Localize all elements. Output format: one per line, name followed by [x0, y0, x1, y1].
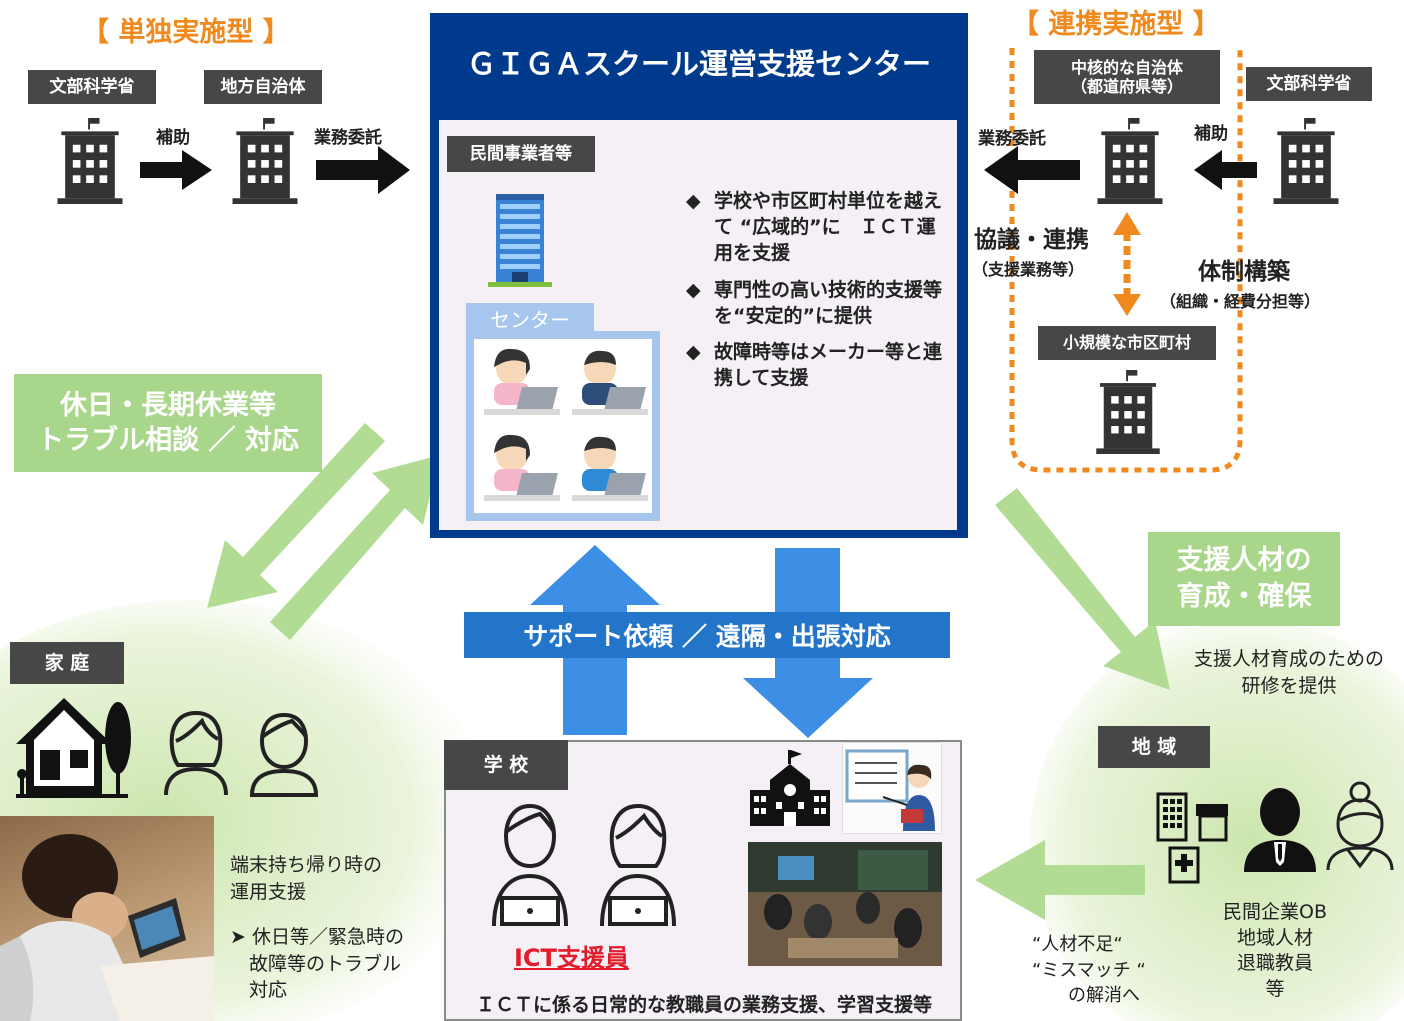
family-label: 家 庭 — [10, 642, 124, 684]
region-person-male-icon — [1244, 788, 1316, 872]
office-tower-icon — [488, 194, 552, 287]
center-tab: センター — [466, 303, 594, 333]
subsidy-label-right: 補助 — [1194, 124, 1228, 144]
ict-staff-female-icon — [600, 803, 676, 927]
house-icon — [16, 698, 131, 798]
student-photo — [0, 816, 214, 1021]
outsourcing-label-left: 業務委託 — [314, 128, 382, 148]
hr-development-label: 支援人材の 育成・確保 — [1148, 532, 1340, 626]
training-text: 支援人材育成のための 研修を提供 — [1193, 648, 1384, 697]
region-people-text: 民間企業OB 地域人材 退職教員 等 — [1223, 901, 1327, 1000]
ict-staff-label: ICT支援員 — [514, 944, 629, 972]
mext-label-left: 文部科学省 — [28, 70, 156, 104]
school-bottom-text: ＩＣＴに係る日常的な教職員の業務支援、学習支援等 — [475, 994, 932, 1016]
structure-label: 体制構築 — [1198, 259, 1290, 285]
bullet-item: ◆故障時等はメーカー等と連携して支援 — [686, 339, 946, 391]
support-banner: サポート依頼 ／ 遠隔・出張対応 — [464, 612, 950, 658]
bullet-item: ◆学校や市区町村単位を越えて “広域的”に ＩＣＴ運用を支援 — [686, 188, 946, 267]
local-gov-label: 地方自治体 — [204, 70, 322, 104]
school-building-icon — [750, 750, 830, 826]
center-operators-panel — [474, 339, 652, 513]
orange-dashed-frame — [1009, 48, 1243, 473]
bullet-text: 専門性の高い技術的支援等を“安定的”に提供 — [714, 278, 943, 327]
private-business-label: 民間事業者等 — [447, 136, 595, 172]
bullet-item: ◆専門性の高い技術的支援等を“安定的”に提供 — [686, 277, 946, 329]
family-trouble-text: ➤ 休日等／緊急時の 故障等のトラブル 対応 — [230, 926, 404, 1002]
cooperation-label: 協議・連携 — [974, 227, 1089, 253]
green-arrows — [207, 423, 1170, 920]
center-title: ＧＩＧＡスクール運営支援センター — [466, 47, 931, 81]
father-icon — [244, 706, 324, 798]
black-arrows — [140, 146, 1257, 194]
student-photo-illustration — [0, 816, 214, 1021]
building-icon — [225, 118, 305, 204]
holiday-support-label: 休日・長期休業等 トラブル相談 ／ 対応 — [14, 374, 322, 472]
mext-label-right: 文部科学省 — [1246, 67, 1372, 101]
bullet-text: 学校や市区町村単位を越えて “広域的”に ＩＣＴ運用を支援 — [714, 190, 943, 265]
cooperative-title: 【 連携実施型 】 — [1012, 9, 1220, 40]
cooperation-arrow — [1113, 212, 1141, 316]
classroom-photo-illustration — [748, 842, 942, 966]
subsidy-label-left: 補助 — [156, 128, 190, 148]
operators-illustration — [484, 348, 648, 501]
small-town-label: 小規模な市区町村 — [1038, 326, 1216, 360]
outsourcing-label-right: 業務委託 — [978, 129, 1046, 149]
mother-icon — [156, 706, 236, 798]
building-icon — [50, 118, 130, 204]
standalone-title: 【 単独実施型 】 — [82, 17, 290, 48]
cooperation-sub-label: （支援業務等） — [972, 260, 1085, 279]
center-operators-frame — [466, 331, 660, 521]
core-gov-label: 中核的な自治体 （都道府県等） — [1034, 50, 1220, 104]
ict-staff-male-icon — [492, 803, 568, 927]
region-person-elder-icon — [1326, 781, 1394, 871]
school-label: 学 校 — [444, 740, 568, 790]
building-icon — [1090, 118, 1170, 204]
building-icon — [1266, 118, 1346, 204]
family-support-text: 端末持ち帰り時の 運用支援 — [230, 854, 383, 903]
center-bullets: ◆学校や市区町村単位を越えて “広域的”に ＩＣＴ運用を支援 ◆専門性の高い技術… — [686, 188, 946, 392]
building-icon — [1090, 370, 1166, 454]
region-label: 地 域 — [1098, 726, 1210, 768]
shortage-text: “人材不足“ “ミスマッチ “ の解消へ — [1032, 934, 1146, 1007]
classroom-photo — [748, 842, 942, 966]
structure-sub-label: （組織・経費分担等） — [1160, 292, 1321, 311]
teacher-illustration — [842, 742, 942, 834]
region-glow — [1030, 620, 1404, 1021]
facility-icons — [1156, 792, 1228, 884]
teacher-illustration-svg — [845, 749, 935, 831]
bullet-text: 故障時等はメーカー等と連携して支援 — [714, 341, 943, 390]
